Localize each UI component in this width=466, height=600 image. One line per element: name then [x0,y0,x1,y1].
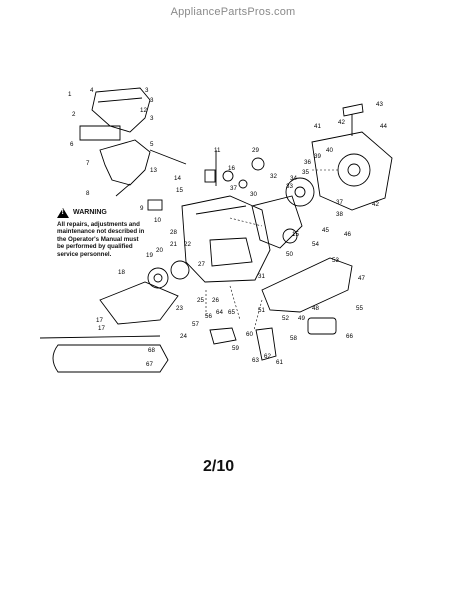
callout: 47 [358,275,365,282]
callout: 66 [346,333,353,340]
callout: 39 [314,153,321,160]
callout: 9 [140,205,144,212]
callout: 68 [148,347,155,354]
callout: 45 [322,227,329,234]
callout: 27 [198,261,205,268]
callout: 13 [150,167,157,174]
callout: 50 [286,251,293,258]
callout: 42 [338,119,345,126]
callout: 12 [140,107,147,114]
callout: 5 [150,141,154,148]
page-number: 2/10 [203,458,235,475]
callout: 60 [246,331,253,338]
callout: 56 [205,313,212,320]
callout-labels: 1 2 3 3 3 4 5 6 7 8 9 10 11 12 13 14 15 … [68,87,387,368]
rear-handle [261,257,353,313]
callout: 31 [258,273,265,280]
callout: 6 [70,141,74,148]
site-watermark: AppliancePartsPros.com [170,6,296,18]
starter-housing [311,131,393,211]
callout: 24 [180,333,187,340]
callout: 11 [214,147,221,154]
callout: 42 [372,201,379,208]
callout: 54 [312,241,319,248]
callout: 15 [176,187,183,194]
callout: 40 [326,147,333,154]
top-cover [91,87,151,133]
callout: 2 [72,111,76,118]
engine-block [181,195,271,283]
callout: 37 [336,199,343,206]
callout: 15 [292,231,299,238]
callout: 23 [176,305,183,312]
callout: 44 [380,123,387,130]
warning-title: WARNING [73,209,107,217]
callout: 61 [276,359,283,366]
callout: 28 [170,229,177,236]
callout: 3 [150,97,154,104]
callout: 18 [118,269,125,276]
callout: 63 [252,357,259,364]
callout: 17 [98,325,105,332]
callout: 65 [228,309,235,316]
callout: 14 [174,175,181,182]
callout: 53 [332,257,339,264]
callout: 41 [314,123,321,130]
callout: 35 [302,169,309,176]
callout: 25 [197,297,204,304]
callout: 48 [312,305,319,312]
callout: 7 [86,160,90,167]
callout: 55 [356,305,363,312]
callout: 64 [216,309,223,316]
callout: 10 [154,217,161,224]
callout: 36 [304,159,311,166]
callout: 16 [228,165,235,172]
callout: 21 [170,241,177,248]
callout: 62 [264,353,271,360]
callout: 30 [250,191,257,198]
warning-text: All repairs, adjustments and maintenance… [57,221,145,258]
callout: 51 [258,307,265,314]
callout: 29 [252,147,259,154]
callout: 38 [336,211,343,218]
callout: 34 [290,175,297,182]
callout: 4 [90,87,94,94]
callout: 46 [344,231,351,238]
callout: 1 [68,91,72,98]
callout: 3 [145,87,149,94]
callout: 26 [212,297,219,304]
warning-icon [57,208,69,218]
callout: 58 [290,335,297,342]
callout: 37 [230,185,237,192]
handle [99,139,151,186]
guide-bar [52,344,169,373]
callout: 32 [270,173,277,180]
callout: 49 [298,315,305,322]
callout: 43 [376,101,383,108]
callout: 19 [146,252,153,259]
callout: 52 [282,315,289,322]
callout: 67 [146,361,153,368]
callout: 20 [156,247,163,254]
callout: 59 [232,345,239,352]
callout: 22 [184,241,191,248]
callout: 3 [150,115,154,122]
callout: 57 [192,321,199,328]
warning-box: WARNING All repairs, adjustments and mai… [57,208,145,258]
side-cover [99,281,179,325]
callout: 8 [86,190,90,197]
callout: 17 [96,317,103,324]
callout: 33 [286,183,293,190]
